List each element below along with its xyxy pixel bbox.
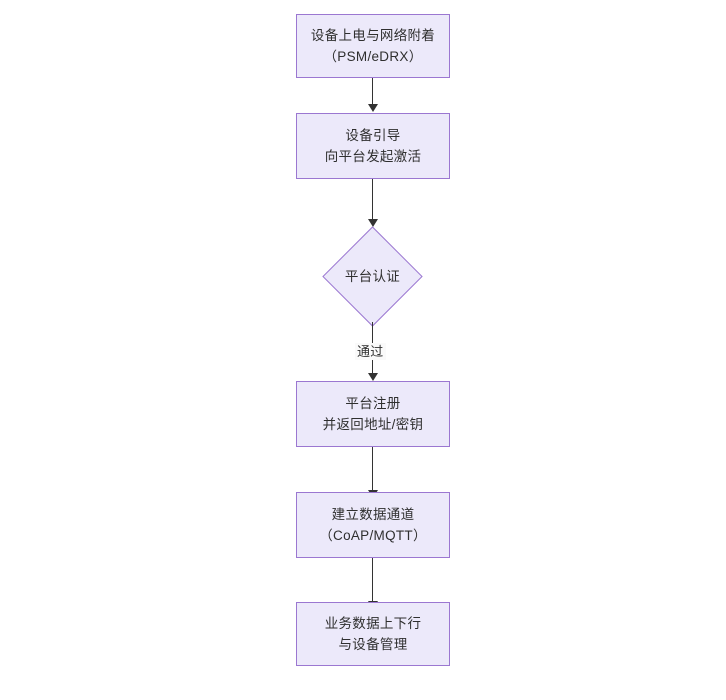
- edge-auth-to-register-arrow: [368, 373, 378, 381]
- node-platform-auth[interactable]: 平台认证: [322, 226, 423, 327]
- node-service-data-line-1: 业务数据上下行: [324, 616, 422, 631]
- edge-power-on-to-bootstrap-arrow: [368, 104, 378, 112]
- node-bootstrap-line-2: 向平台发起激活: [324, 149, 422, 164]
- node-platform-register-line-2: 并返回地址/密钥: [322, 417, 424, 432]
- node-service-data[interactable]: 业务数据上下行 与设备管理: [296, 602, 450, 666]
- node-platform-auth-label: 平台认证: [344, 268, 401, 284]
- node-service-data-line-2: 与设备管理: [338, 637, 408, 652]
- node-platform-register-line-1: 平台注册: [345, 396, 401, 411]
- node-bootstrap-line-1: 设备引导: [345, 128, 401, 143]
- edge-register-to-channel-line: [372, 447, 373, 495]
- node-bootstrap[interactable]: 设备引导 向平台发起激活: [296, 113, 450, 179]
- node-data-channel-line-2: （CoAP/MQTT）: [319, 528, 427, 543]
- node-power-on-line-2: （PSM/eDRX）: [323, 49, 423, 64]
- edge-power-on-to-bootstrap-line: [372, 78, 373, 106]
- edge-channel-to-service-line: [372, 558, 373, 606]
- node-power-on-line-1: 设备上电与网络附着: [310, 28, 436, 43]
- node-platform-register[interactable]: 平台注册 并返回地址/密钥: [296, 381, 450, 447]
- edge-auth-to-register-label: 通过: [355, 343, 386, 360]
- node-data-channel[interactable]: 建立数据通道 （CoAP/MQTT）: [296, 492, 450, 558]
- node-data-channel-line-1: 建立数据通道: [331, 507, 415, 522]
- edge-bootstrap-to-auth-line: [372, 179, 373, 223]
- edge-bootstrap-to-auth-arrow: [368, 219, 378, 227]
- node-power-on[interactable]: 设备上电与网络附着 （PSM/eDRX）: [296, 14, 450, 78]
